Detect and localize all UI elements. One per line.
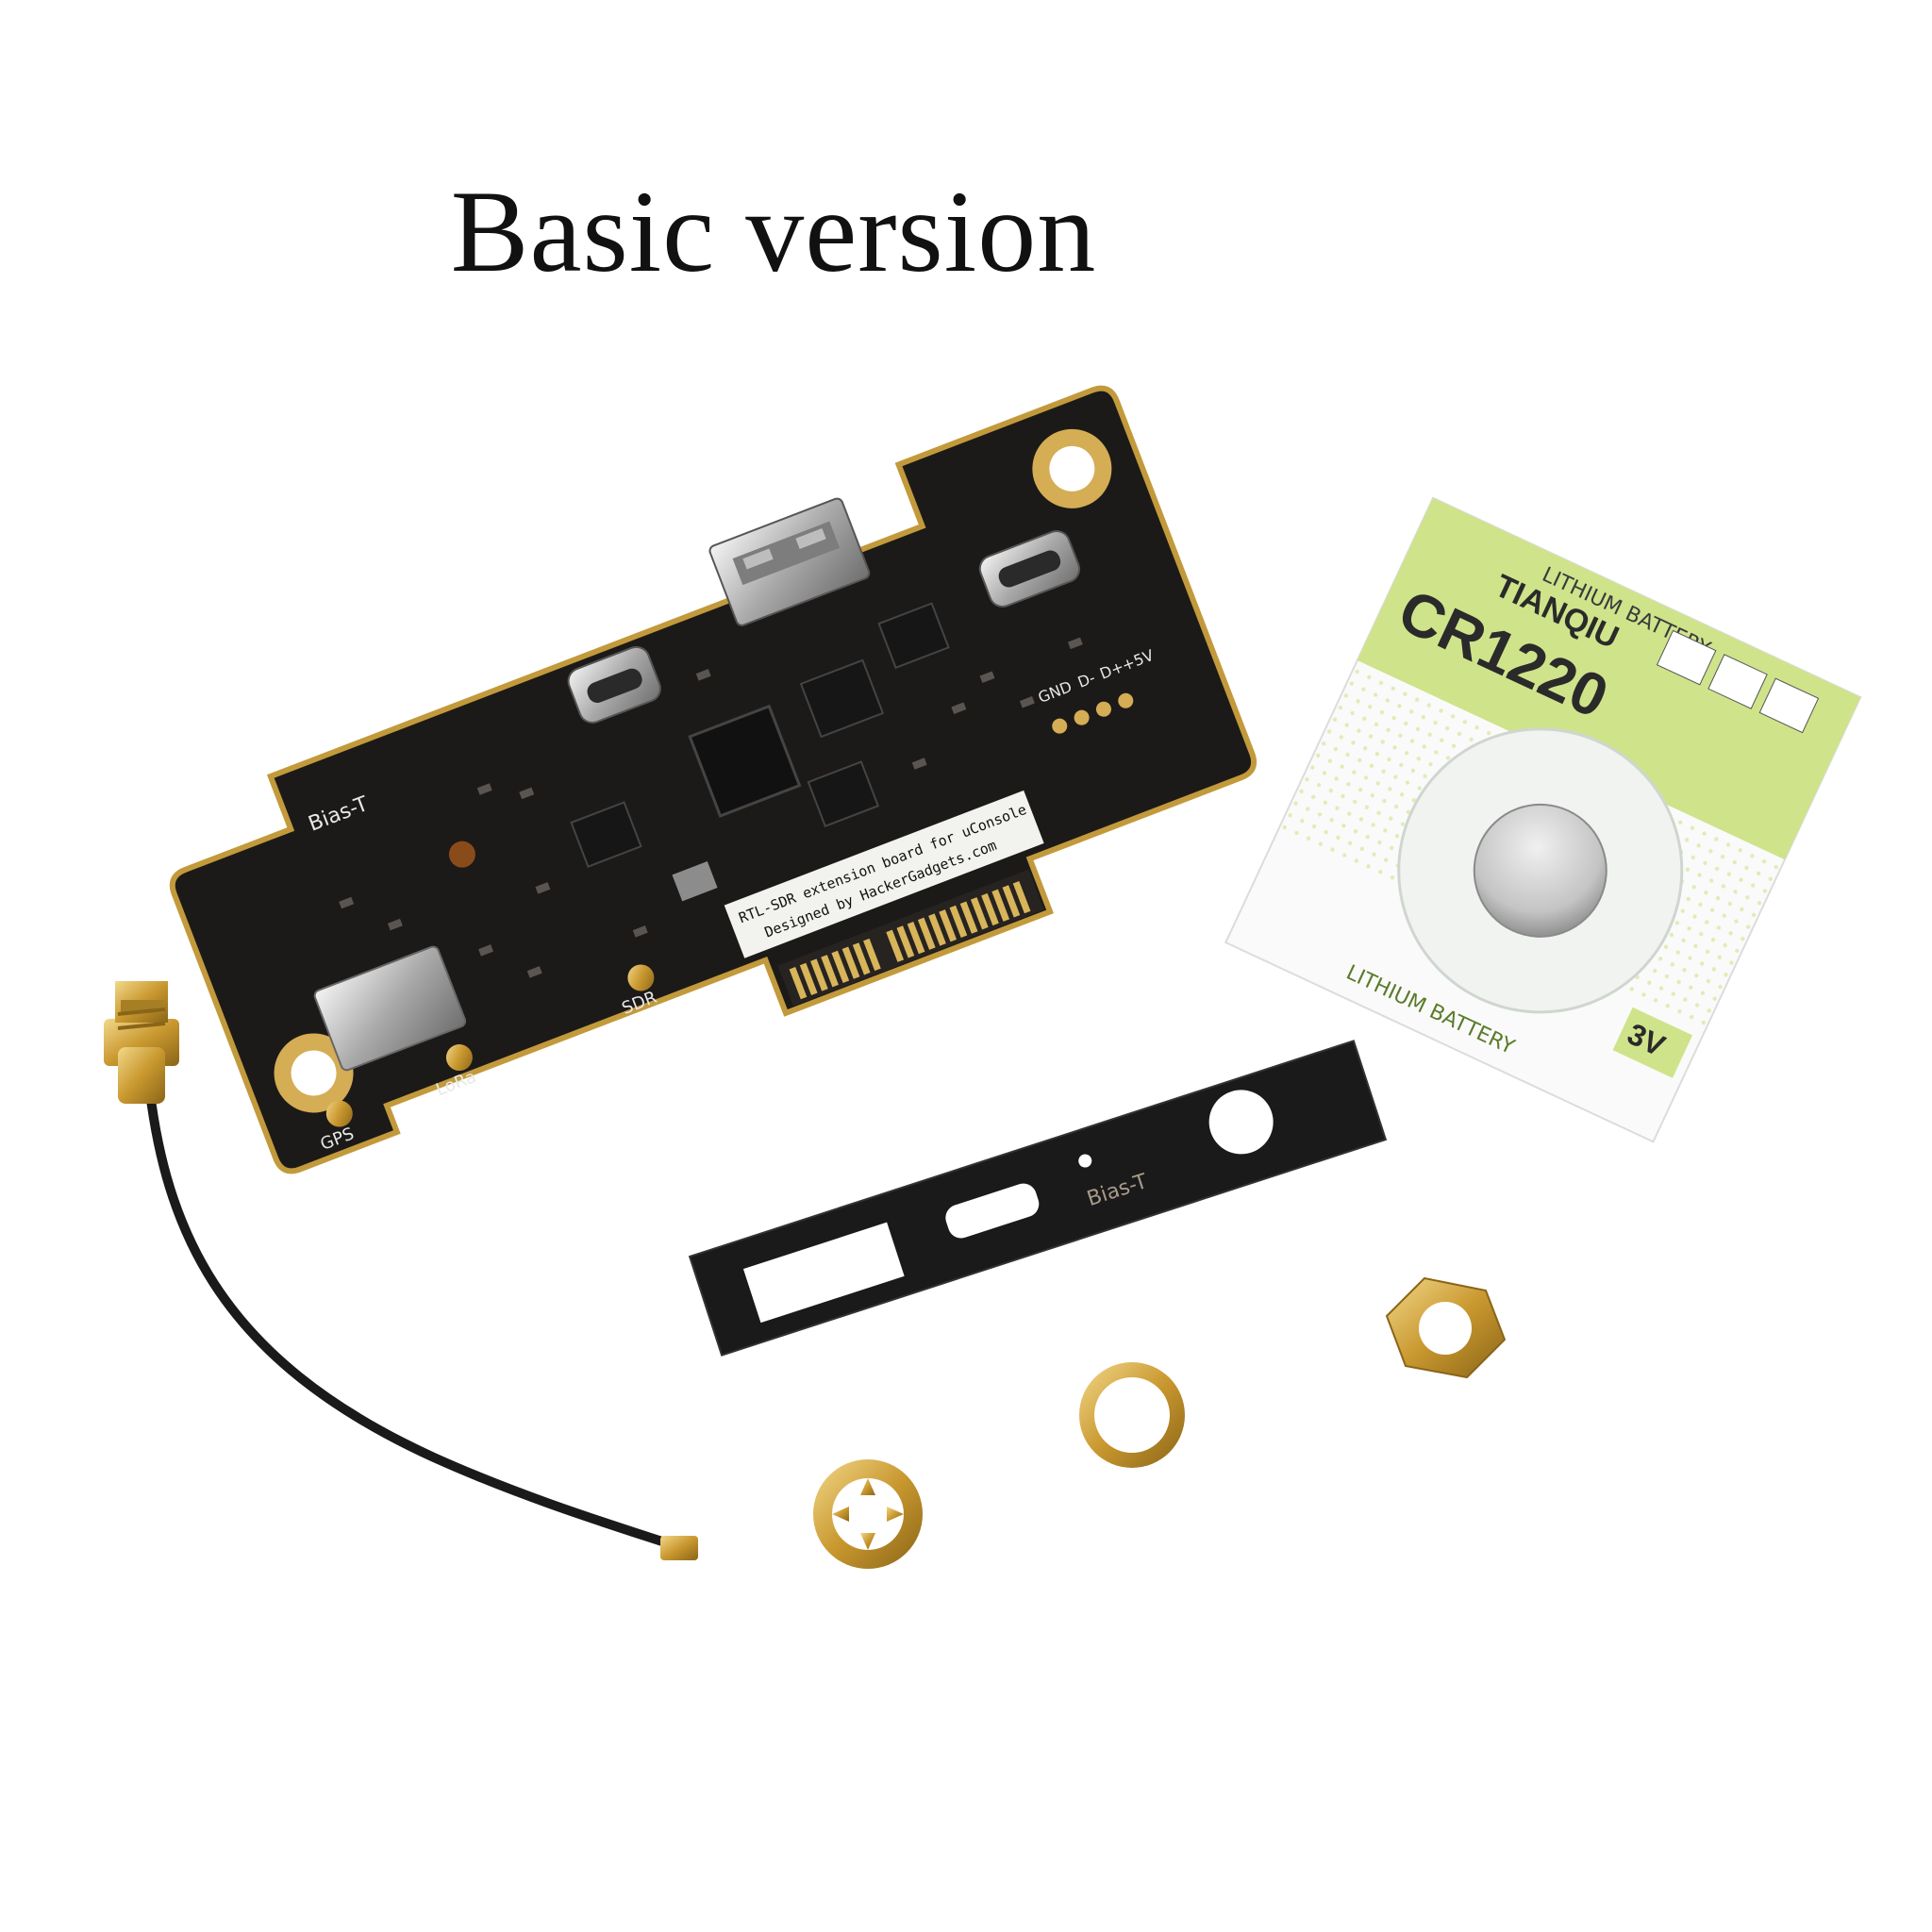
- usb-a-port: [708, 497, 871, 626]
- board-label-strip: [724, 790, 1044, 958]
- hex-nut: [1385, 1276, 1507, 1379]
- star-washer: [813, 1459, 923, 1569]
- coin-cell: [1473, 803, 1607, 938]
- edge-connector: [777, 869, 1044, 1007]
- main-chip: [688, 704, 802, 818]
- sma-pigtail-cable: [104, 981, 698, 1560]
- usb-c-port: [978, 530, 1081, 608]
- lora-module: [313, 945, 467, 1072]
- battery-card-green-band: [1357, 497, 1861, 860]
- page-title: Basic version: [450, 167, 1097, 296]
- black-bracket: Bias-T: [688, 1040, 1388, 1357]
- usb-c-port: [567, 645, 661, 724]
- rtl-sdr-board: Bias-T GND D- D+ +5V GPS LoRa SDR RTL-SD…: [169, 385, 1257, 1174]
- flat-washer: [1079, 1362, 1185, 1468]
- battery-card: CR1220 TIANQIU LITHIUM BATTERY LITHIUM B…: [1224, 496, 1862, 1143]
- pin-label-dm: D-: [1075, 669, 1098, 691]
